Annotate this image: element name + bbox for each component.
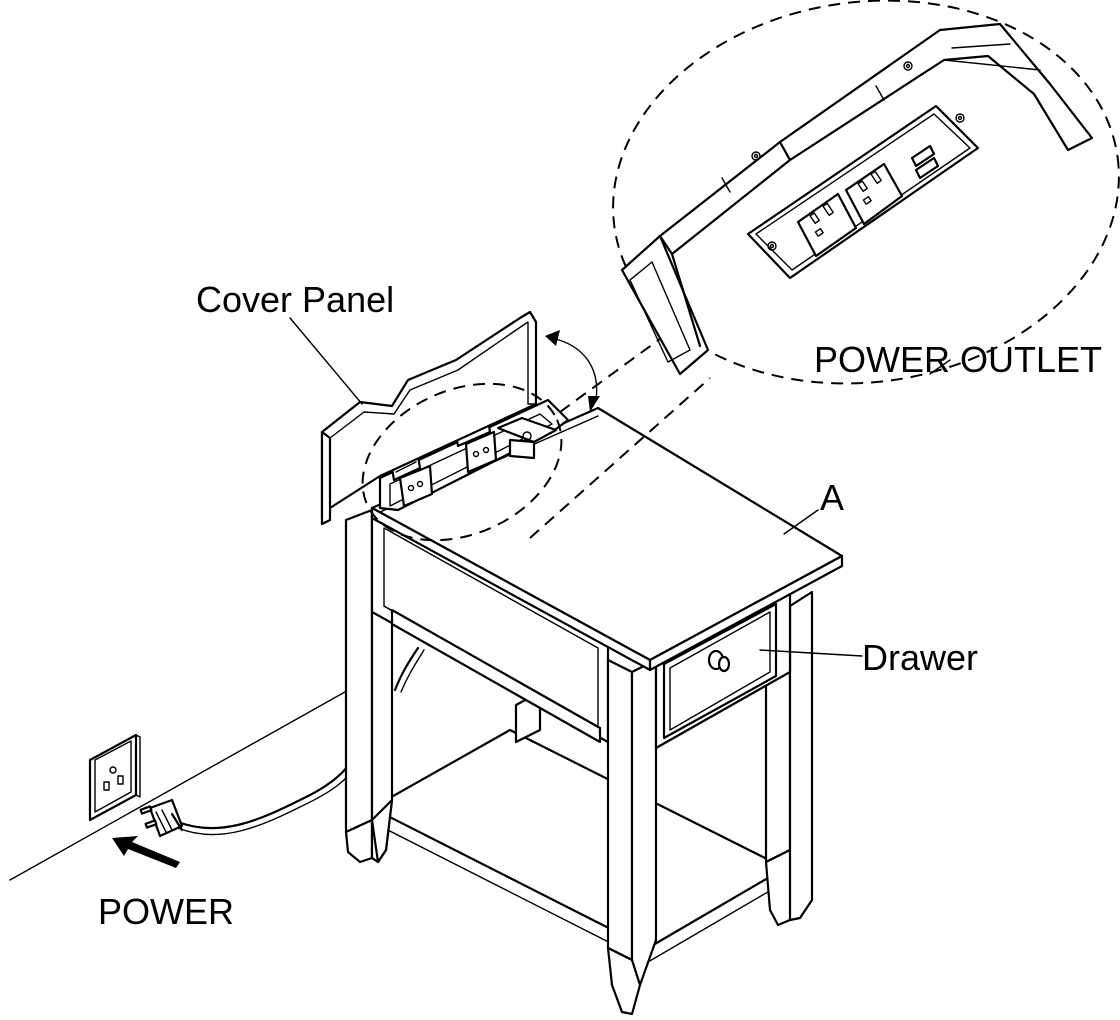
table-front-leg — [606, 658, 658, 1016]
knob-icon — [707, 649, 731, 673]
power-outlet-label: POWER OUTLET — [814, 339, 1102, 380]
drawer-label: Drawer — [862, 637, 978, 678]
drawer-area — [654, 582, 792, 750]
detail-callout — [612, 0, 1120, 385]
rotation-arrow — [545, 330, 600, 412]
wall-socket-icon — [88, 733, 141, 822]
outlet-icon — [746, 104, 980, 280]
callout-connector — [559, 335, 665, 413]
usb-port-icon — [910, 144, 940, 180]
leader-lines — [289, 317, 951, 657]
power-label: POWER — [98, 891, 234, 932]
arrow-icon — [112, 836, 180, 868]
hinge-callout — [361, 382, 563, 542]
part-a-label: A — [820, 477, 844, 518]
callout-connector — [529, 377, 711, 539]
table-top — [370, 406, 844, 672]
cover-panel-label: Cover Panel — [196, 279, 394, 320]
table-apron — [370, 508, 610, 744]
plug-icon — [139, 798, 184, 838]
cover-panel — [320, 310, 538, 526]
